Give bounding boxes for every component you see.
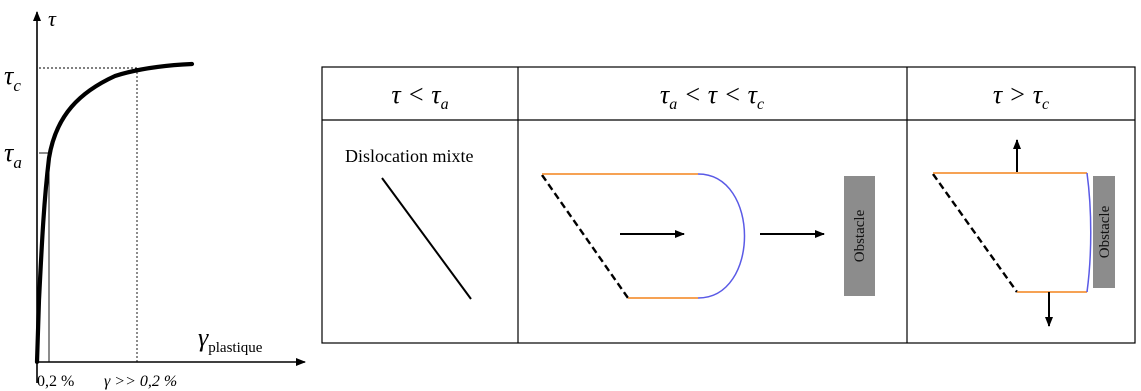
- header-col-2: τa < τ < τc: [660, 80, 764, 113]
- dashed-dislocation-segment-3: [932, 173, 1018, 293]
- pressed-blue-segment: [1086, 172, 1092, 293]
- obstacle-label-2: Obstacle: [1097, 205, 1113, 258]
- tick-label-02: 0,2 %: [37, 373, 74, 390]
- mixed-dislocation-line: [381, 177, 472, 300]
- header-col-1: τ < τa: [391, 80, 448, 113]
- obstacle-block-1: [844, 176, 875, 296]
- tau-a-label: τa: [4, 138, 22, 172]
- tick-label-gamma: γ >> 0,2 %: [104, 373, 177, 390]
- tau-c-label: τc: [4, 61, 21, 95]
- cell-bypass: Obstacle: [932, 139, 1115, 327]
- bowed-blue-segment: [697, 173, 746, 299]
- cell-dislocation-mixte: Dislocation mixte: [345, 146, 473, 300]
- stress-strain-curve: [34, 61, 195, 365]
- cell-bowing: Obstacle: [541, 173, 875, 299]
- header-col-3: τ > τc: [993, 80, 1049, 113]
- y-axis-label: τ: [48, 6, 57, 31]
- dislocation-mixte-label: Dislocation mixte: [345, 146, 473, 166]
- regimes-table: τ < τa τa < τ < τc τ > τc Dislocation mi…: [321, 66, 1136, 344]
- stress-strain-graph: τ τc τa γplastique 0,2 % γ >> 0,2 %: [4, 6, 306, 390]
- table-border: [321, 66, 1136, 344]
- obstacle-block-2: [1093, 176, 1115, 288]
- obstacle-label-1: Obstacle: [852, 209, 868, 262]
- x-axis-label: γplastique: [198, 323, 263, 356]
- dashed-dislocation-segment: [541, 174, 629, 299]
